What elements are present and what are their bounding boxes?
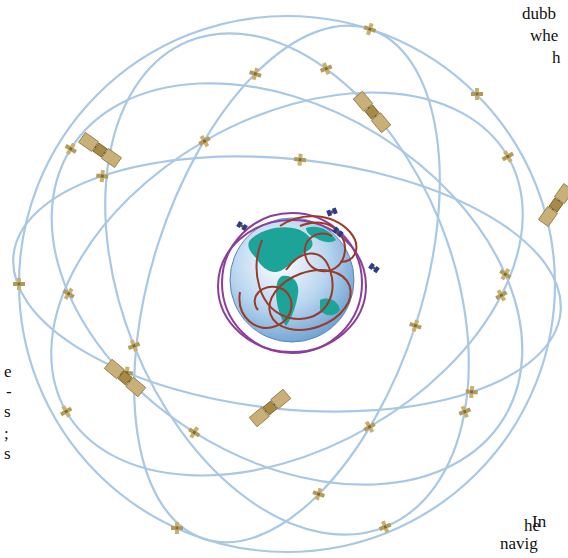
cropped-text-fragment: whe — [530, 26, 558, 46]
cropped-text-fragment: dubb — [522, 4, 556, 24]
cropped-text-fragment: ; — [4, 424, 9, 444]
cropped-text-fragment: - — [6, 382, 12, 402]
cropped-text-fragment: In — [532, 512, 546, 532]
cropped-text-fragment: h — [552, 48, 561, 68]
cropped-text-fragment: s — [4, 444, 11, 464]
cropped-text-fragment: navig — [500, 534, 538, 554]
cropped-text-fragment: e — [4, 362, 12, 382]
cropped-text-fragment: s — [4, 402, 11, 422]
